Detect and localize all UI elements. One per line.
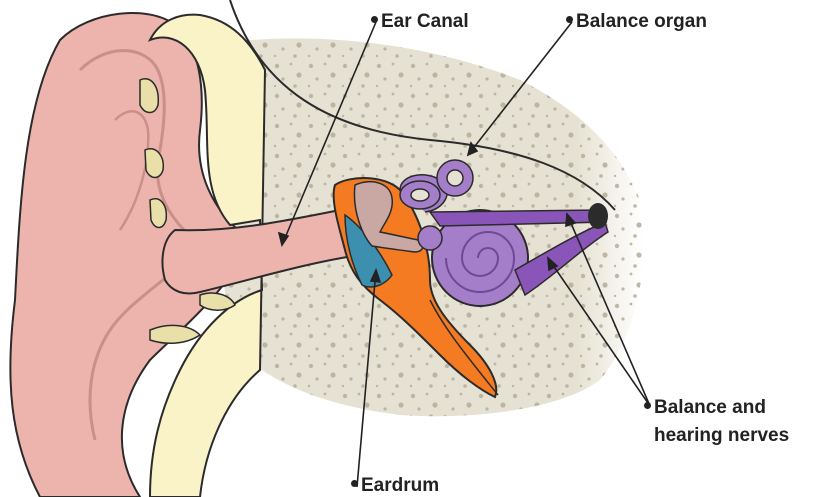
bullet-icon xyxy=(351,480,358,487)
label-balance-organ: Balance organ xyxy=(566,10,707,33)
label-eardrum: Eardrum xyxy=(351,474,439,497)
label-balance-and-hearing-nerves-line2: hearing nerves xyxy=(654,424,789,447)
bullet-icon xyxy=(644,402,651,409)
bullet-icon xyxy=(566,16,573,23)
label-balance-and-hearing-nerves: Balance and xyxy=(644,396,766,419)
bullet-icon xyxy=(371,16,378,23)
label-ear-canal: Ear Canal xyxy=(371,10,469,33)
